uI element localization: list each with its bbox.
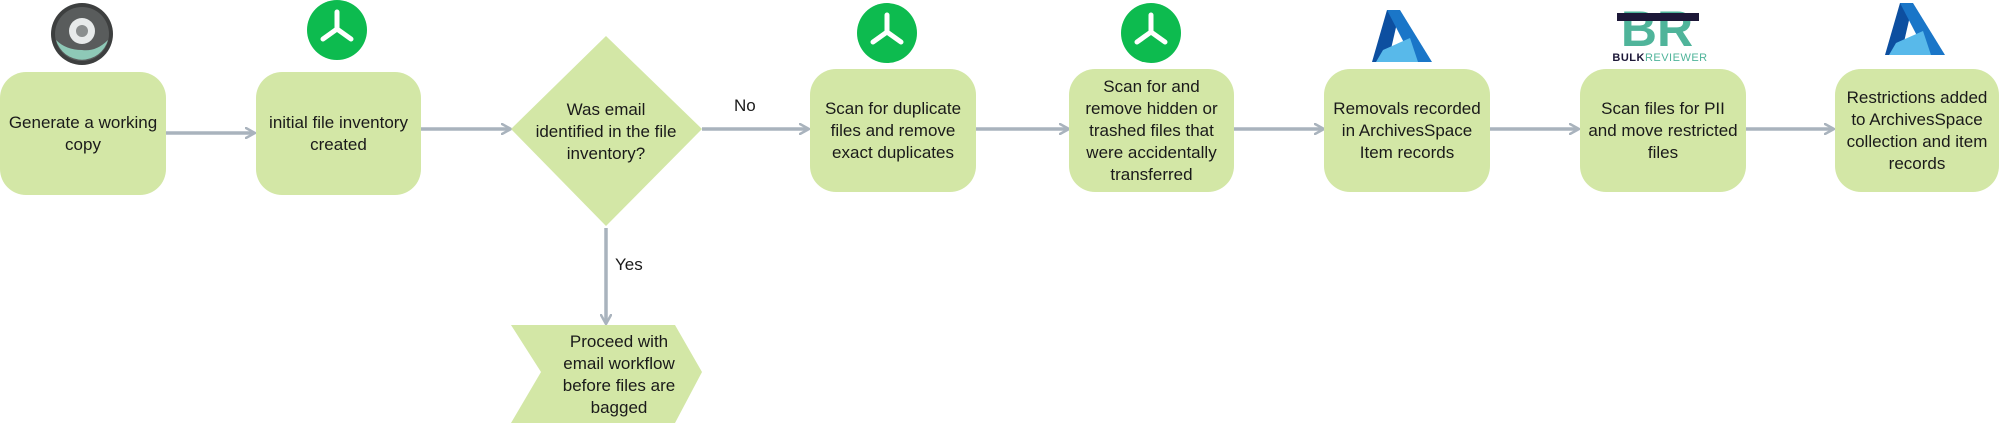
decision-diamond <box>511 36 702 226</box>
treesize-icon <box>1121 3 1181 63</box>
bulk-reviewer-mark: BR <box>1621 1 1693 57</box>
bulk-reviewer-caption: BULKREVIEWER <box>1612 52 1708 64</box>
edge-label-no: No <box>734 96 756 115</box>
edge-label-yes: Yes <box>615 255 643 274</box>
treesize-icon <box>307 0 367 60</box>
disk-image-icon <box>51 3 113 65</box>
archivesspace-icon <box>1885 3 1945 55</box>
email-workflow-chevron <box>511 325 702 423</box>
bulk-reviewer-logo: BR <box>1617 1 1699 57</box>
node-removals-recorded: Removals recorded in ArchivesSpace Item … <box>1324 69 1490 192</box>
node-email-decision: Was email identified in the file invento… <box>535 100 677 163</box>
node-initial-inventory: initial file inventory created <box>256 72 421 195</box>
node-generate-copy: Generate a working copy <box>0 72 166 195</box>
node-scan-duplicates: Scan for duplicate files and remove exac… <box>810 69 976 192</box>
node-scan-pii: Scan files for PII and move restricted f… <box>1580 69 1746 192</box>
archivesspace-icon <box>1372 10 1432 62</box>
treesize-icon <box>857 3 917 63</box>
node-restrictions-added: Restrictions added to ArchivesSpace coll… <box>1835 69 1999 192</box>
node-email-workflow: Proceed with email workflow before files… <box>562 332 676 417</box>
node-scan-hidden: Scan for and remove hidden or trashed fi… <box>1069 69 1234 192</box>
